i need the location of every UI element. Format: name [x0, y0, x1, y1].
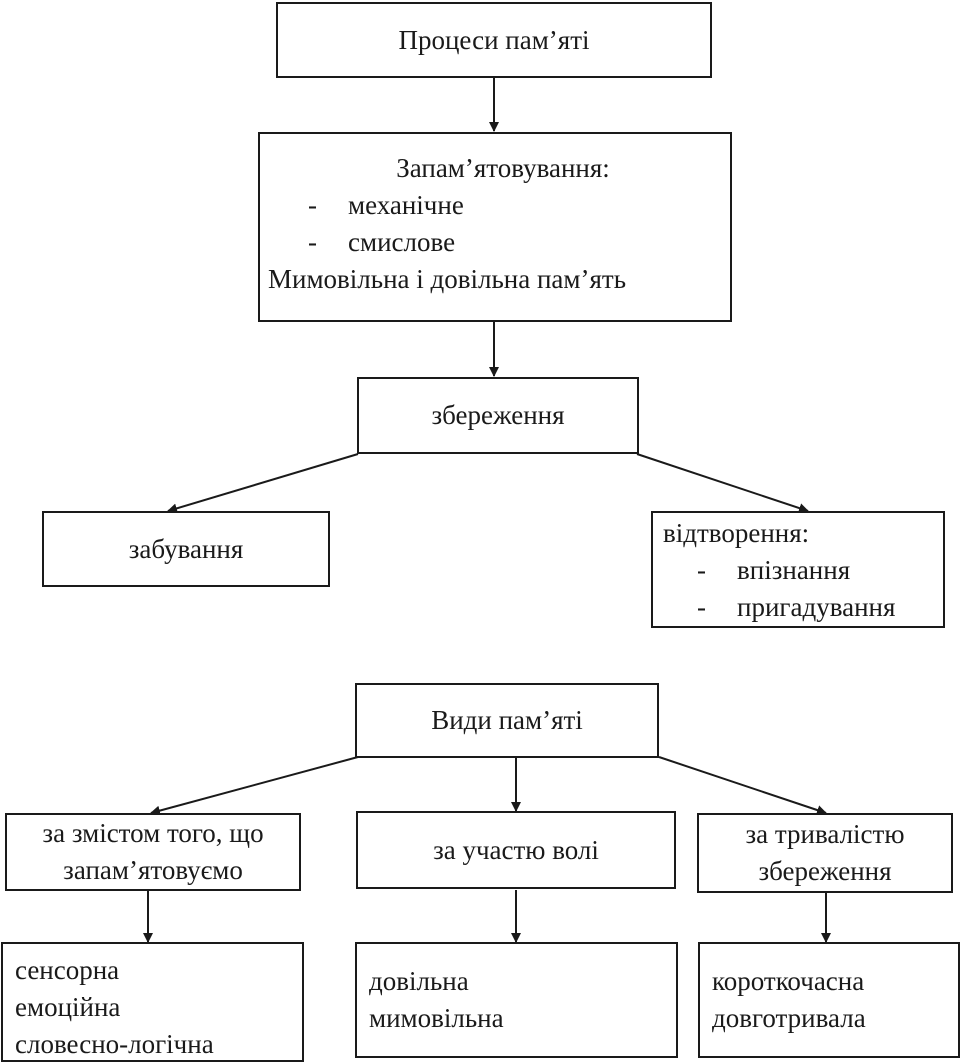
reproduction-box: відтворення: -впізнання -пригадування [651, 511, 945, 628]
by-will-list-box: довільна мимовільна [355, 942, 678, 1058]
by-content-label-line1: за змістом того, що [42, 818, 264, 848]
memory-processes-title-box: Процеси пам’яті [276, 2, 712, 78]
by-content-label-line2: запам’ятовуємо [63, 855, 243, 885]
memory-processes-title: Процеси пам’яті [398, 24, 590, 55]
list-item-short-term: короткочасна [712, 966, 865, 996]
by-duration-label-line1: за тривалістю [745, 819, 905, 849]
list-marker: - [308, 190, 317, 220]
forgetting-box: забування [42, 511, 330, 587]
list-marker: - [697, 592, 706, 622]
reproduction-item-recall: -пригадування [653, 589, 943, 626]
reproduction-heading: відтворення: [663, 518, 810, 548]
memorization-item-semantic: -смислове [260, 224, 730, 261]
reproduction-item-recognition: -впізнання [653, 552, 943, 589]
list-item-verbal-logical: словесно-логічна [15, 1029, 214, 1059]
memory-types-title: Види пам’яті [431, 705, 583, 735]
list-item-long-term: довготривала [712, 1003, 866, 1033]
memorization-heading: Запам’ятовування: [396, 153, 610, 183]
list-item-emotional: емоційна [15, 992, 121, 1022]
by-duration-list-box: короткочасна довготривала [698, 942, 960, 1058]
arrow-storage-to-reproduction [636, 453, 809, 513]
list-marker: - [697, 555, 706, 585]
by-duration-label-line2: збереження [758, 856, 892, 886]
by-content-box: за змістом того, що запам’ятовуємо [5, 813, 301, 891]
list-item-involuntary: мимовільна [369, 1003, 504, 1033]
list-marker: - [308, 227, 317, 257]
by-content-list-box: сенсорна емоційна словесно-логічна [1, 942, 304, 1062]
memorization-item-mechanical: -механічне [260, 187, 730, 224]
forgetting-label: забування [128, 533, 244, 564]
storage-label: збереження [431, 400, 565, 430]
by-will-label: за участю волі [433, 834, 599, 865]
arrow-types-to-duration [658, 756, 827, 815]
list-item-sensory: сенсорна [15, 955, 120, 985]
memory-types-title-box: Види пам’яті [355, 683, 659, 758]
memorization-footer: Мимовільна і довільна пам’ять [268, 264, 627, 294]
arrow-storage-to-forgetting [167, 453, 359, 514]
storage-box: збереження [357, 377, 639, 454]
by-will-box: за участю волі [356, 811, 676, 889]
list-item-voluntary: довільна [369, 966, 469, 996]
memorization-box: Запам’ятовування: -механічне -смислове М… [258, 132, 732, 322]
by-duration-box: за тривалістю збереження [697, 813, 953, 893]
arrow-types-to-content [150, 756, 359, 816]
